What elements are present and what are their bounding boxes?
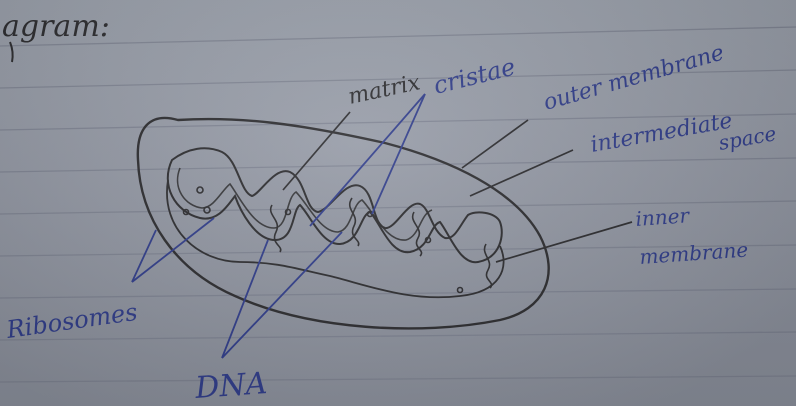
label-ribosomes: Ribosomes <box>4 298 139 344</box>
inner-membrane-inner-edge <box>178 168 432 240</box>
label-dna: DNA <box>193 366 268 406</box>
label-matrix: matrix <box>346 70 423 110</box>
label-inner-membrane-1: inner <box>635 203 692 231</box>
label-inner-membrane-2: membrane <box>639 237 749 269</box>
label-cristae: cristae <box>431 53 518 100</box>
heading-stroke <box>10 42 13 62</box>
ribosome-dots <box>184 187 463 293</box>
diagram-heading: agram: <box>2 9 110 44</box>
label-intermediate-space-1: intermediate <box>589 108 735 158</box>
dna-loops <box>271 198 492 288</box>
label-outer-membrane: outer membrane <box>541 40 727 115</box>
